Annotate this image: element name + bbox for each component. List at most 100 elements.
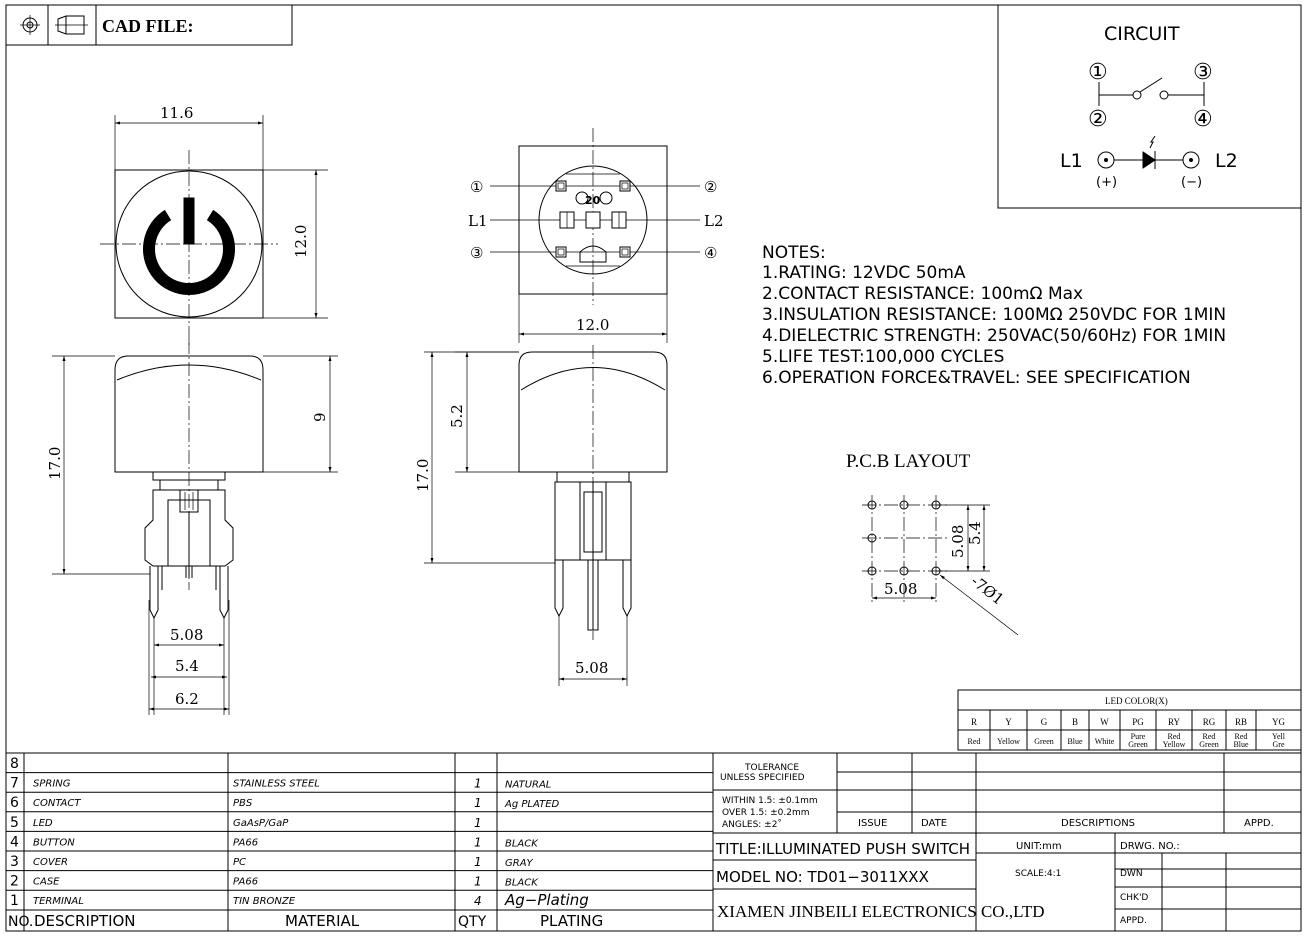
bom-no: 2 [10, 874, 19, 890]
note-line: 1.RATING: 12VDC 50mA [762, 263, 966, 283]
bom-desc: COVER [33, 857, 68, 868]
appd-label: APPD. [1244, 818, 1274, 829]
led-code: Y [1005, 717, 1012, 727]
circuit-title: CIRCUIT [1104, 23, 1180, 45]
led-name: Blue [1067, 737, 1083, 746]
pcb-v-dim1: 5.08 [949, 525, 967, 558]
chkd-label: CHK'D [1120, 893, 1148, 903]
led-code: PG [1132, 717, 1144, 727]
bom-qty: 1 [474, 855, 482, 869]
side-view-left: 9 17.0 5.08 5.4 6.2 [46, 340, 338, 715]
led-name: Blue [1233, 740, 1249, 749]
power-icon [143, 197, 235, 296]
led-code: RB [1235, 717, 1247, 727]
circuit-l2: L2 [1215, 150, 1238, 172]
circuit-pin4: ④ [1193, 107, 1213, 132]
header-box: CAD FILE: [5, 4, 293, 46]
bom-plating: NATURAL [505, 780, 551, 791]
left-body-dim: 9 [311, 412, 329, 422]
bom-desc: BUTTON [33, 837, 75, 848]
circuit-pin3: ③ [1193, 60, 1213, 85]
issue-label: ISSUE [858, 818, 887, 829]
bom-material: PC [233, 857, 246, 868]
bom-plating: GRAY [505, 858, 534, 869]
descriptions-label: DESCRIPTIONS [1061, 818, 1135, 829]
led-name: Yell [1272, 732, 1286, 741]
bom-header-qty: QTY [458, 914, 487, 930]
top-l1-label: L1 [468, 212, 488, 230]
bom-qty: 1 [474, 816, 482, 830]
led-name: White [1095, 737, 1115, 746]
circuit-plus: (+) [1096, 175, 1117, 190]
pcb-hole-dim: -7Ø1 [968, 572, 1008, 609]
bom-plating: Ag PLATED [504, 799, 560, 810]
bom-desc: CONTACT [33, 798, 81, 809]
top-view: 20 ① ② ③ ④ L1 L2 [468, 128, 724, 305]
tolerance-within: WITHIN 1.5: ±0.1mm [722, 796, 818, 806]
front-width-dim: 11.6 [160, 104, 193, 122]
bom-header-desc: DESCRIPTION [34, 912, 136, 930]
led-name: Red [1235, 732, 1248, 741]
led-name: Red [1203, 732, 1216, 741]
led-diode-icon [1142, 135, 1156, 169]
circuit-box: CIRCUIT ① ③ ② ④ L1 L2 (+) (−) [997, 4, 1302, 209]
model-number: MODEL NO: TD01−3011XXX [716, 868, 929, 886]
right-pin-pitch-dim: 5.08 [575, 659, 608, 677]
note-line: 2.CONTACT RESISTANCE: 100mΩ Max [762, 284, 1083, 304]
circuit-pin2: ② [1088, 107, 1108, 132]
date-label: DATE [921, 818, 947, 829]
led-name: Yellow [1163, 740, 1186, 749]
bom-desc: LED [33, 818, 53, 829]
note-line: 4.DIELECTRIC STRENGTH: 250VAC(50/60Hz) F… [762, 326, 1226, 346]
bom-header-plating: PLATING [540, 912, 603, 930]
note-line: 3.INSULATION RESISTANCE: 100MΩ 250VDC FO… [762, 305, 1226, 325]
dwn-label: DWN [1120, 869, 1143, 879]
right-width-dim: 12.0 [576, 316, 609, 334]
top-pin4-label: ④ [704, 244, 717, 262]
circuit-pin1: ① [1088, 60, 1108, 85]
bom-no: 4 [10, 834, 19, 850]
led-code: B [1072, 717, 1078, 727]
pcb-h-dim: 5.08 [884, 580, 917, 598]
led-name: Green [1199, 740, 1219, 749]
bom-header-material: MATERIAL [285, 912, 360, 930]
left-base-width-dim: 6.2 [175, 690, 199, 708]
bom-no: 7 [10, 776, 19, 792]
top-pin2-label: ② [704, 178, 717, 196]
top-pin3-label: ③ [470, 244, 483, 262]
drawing-title: TITLE:ILLUMINATED PUSH SWITCH [715, 840, 970, 858]
projection-symbol-icon [20, 15, 88, 35]
appd2-label: APPD. [1120, 916, 1147, 926]
led-code: RG [1203, 717, 1216, 727]
led-name: Green [1034, 737, 1054, 746]
bom-plating: Ag−Plating [504, 891, 589, 909]
led-name: Yellow [997, 737, 1020, 746]
tolerance-over: OVER 1.5: ±0.2mm [722, 808, 809, 818]
bom-no: 1 [10, 893, 19, 909]
bom-no: 5 [10, 815, 19, 831]
led-code: YG [1272, 717, 1285, 727]
front-view: 11.6 12.0 [100, 104, 328, 345]
pcb-title: P.C.B LAYOUT [846, 451, 971, 472]
tolerance-unless: UNLESS SPECIFIED [720, 773, 805, 783]
pcb-v-dim2: 5.4 [966, 521, 984, 545]
top-l2-label: L2 [704, 212, 724, 230]
bom-qty: 1 [474, 835, 482, 849]
led-code: R [971, 717, 977, 727]
scale-label: SCALE:4:1 [1015, 869, 1061, 879]
bom-material: TIN BRONZE [233, 896, 296, 907]
led-name: Gre [1273, 740, 1285, 749]
led-name: Red [1168, 732, 1181, 741]
bom-desc: TERMINAL [33, 896, 84, 907]
drwg-no-label: DRWG. NO.: [1120, 841, 1180, 852]
led-name: Red [968, 737, 981, 746]
bom-plating: BLACK [505, 838, 539, 849]
bom-qty: 1 [474, 875, 482, 889]
bom-material: PA66 [233, 877, 258, 888]
tolerance-label: TOLERANCE [744, 763, 799, 773]
bom-no: 8 [10, 756, 19, 772]
pcb-layout: P.C.B LAYOUT 5.08 5.4 5.08 -7Ø1 [846, 451, 1019, 636]
led-code: RY [1168, 717, 1181, 727]
